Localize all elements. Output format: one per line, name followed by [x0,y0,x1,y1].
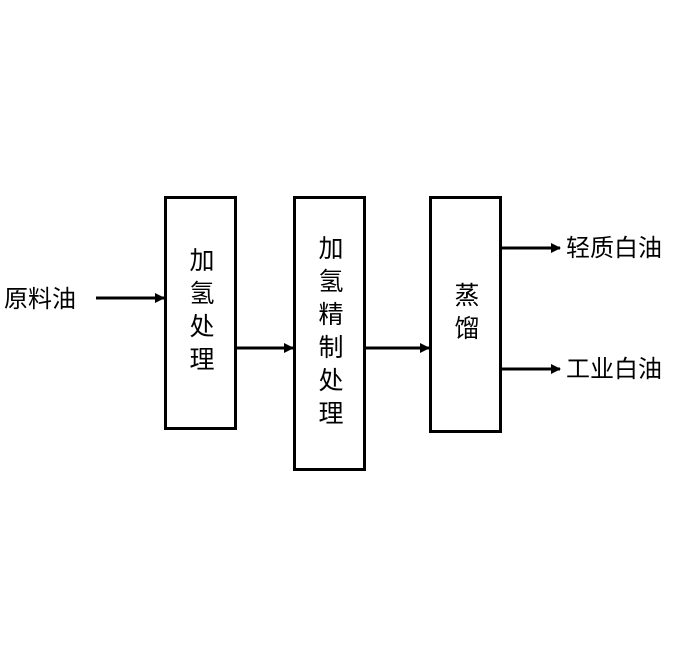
flow-arrows [0,0,684,649]
